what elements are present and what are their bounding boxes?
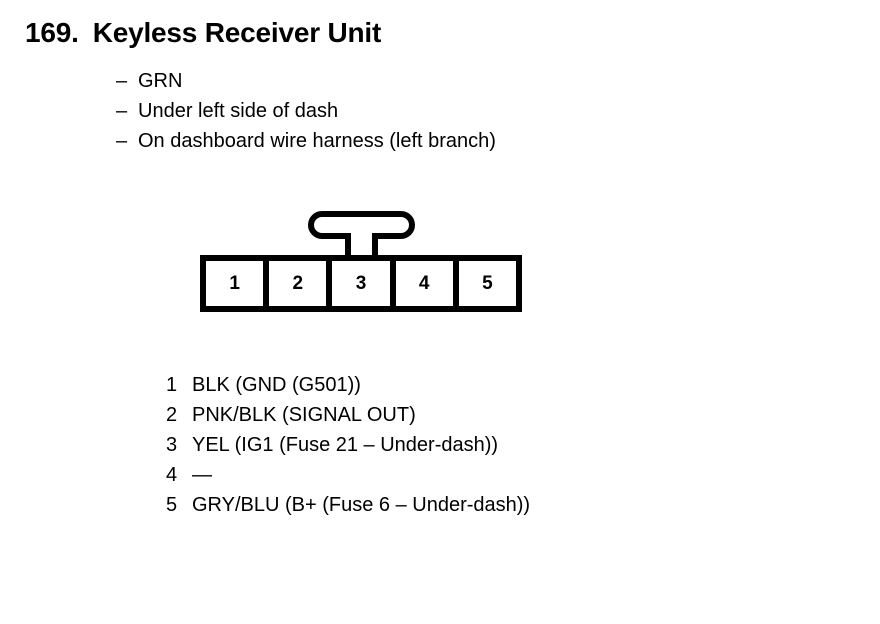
list-item-label: On dashboard wire harness (left branch) xyxy=(138,130,496,152)
list-item: –Under left side of dash xyxy=(116,96,496,126)
legend-pin-number: 1 xyxy=(166,374,178,396)
legend-pin-number: 4 xyxy=(166,464,178,486)
dash-bullet-icon: – xyxy=(116,70,128,92)
section-title: Keyless Receiver Unit xyxy=(92,17,382,48)
list-item: –On dashboard wire harness (left branch) xyxy=(116,126,496,156)
connector-cavity-3: 3 xyxy=(332,261,390,306)
legend-row: 2 PNK/BLK (SIGNAL OUT) xyxy=(166,400,530,430)
list-item-label: GRN xyxy=(138,70,183,92)
legend-pin-label: — xyxy=(192,464,212,486)
dash-bullet-icon: – xyxy=(116,100,128,122)
connector-body: 1 2 3 4 5 xyxy=(200,255,522,312)
list-item: –GRN xyxy=(116,66,496,96)
connector-cavity-1: 1 xyxy=(206,261,264,306)
legend-pin-label: GRY/BLU (B+ (Fuse 6 – Under-dash)) xyxy=(192,494,531,516)
connector-diagram: 1 2 3 4 5 xyxy=(200,211,530,316)
list-item-label: Under left side of dash xyxy=(138,100,339,122)
description-list: –GRN –Under left side of dash –On dashbo… xyxy=(116,66,496,156)
legend-pin-label: YEL (IG1 (Fuse 21 – Under-dash)) xyxy=(192,434,499,456)
legend-pin-label: BLK (GND (G501)) xyxy=(192,374,361,396)
connector-cavity-5: 5 xyxy=(458,261,517,306)
connector-tab-gap xyxy=(351,233,372,255)
legend-row: 3 YEL (IG1 (Fuse 21 – Under-dash)) xyxy=(166,430,530,460)
page-title: 169. Keyless Receiver Unit xyxy=(25,16,381,50)
legend-pin-number: 2 xyxy=(166,404,178,426)
legend-pin-number: 3 xyxy=(166,434,178,456)
legend-pin-label: PNK/BLK (SIGNAL OUT) xyxy=(192,404,416,426)
connector-tab-neck-left xyxy=(345,233,351,259)
connector-cavity-2: 2 xyxy=(269,261,327,306)
dash-bullet-icon: – xyxy=(116,130,128,152)
legend-row: 4— xyxy=(166,460,530,490)
connector-tab-neck-right xyxy=(372,233,378,259)
connector-cavity-4: 4 xyxy=(395,261,453,306)
legend-row: 1 BLK (GND (G501)) xyxy=(166,370,530,400)
section-number: 169. xyxy=(25,17,79,48)
legend-pin-number: 5 xyxy=(166,494,178,516)
legend-row: 5 GRY/BLU (B+ (Fuse 6 – Under-dash)) xyxy=(166,490,530,520)
